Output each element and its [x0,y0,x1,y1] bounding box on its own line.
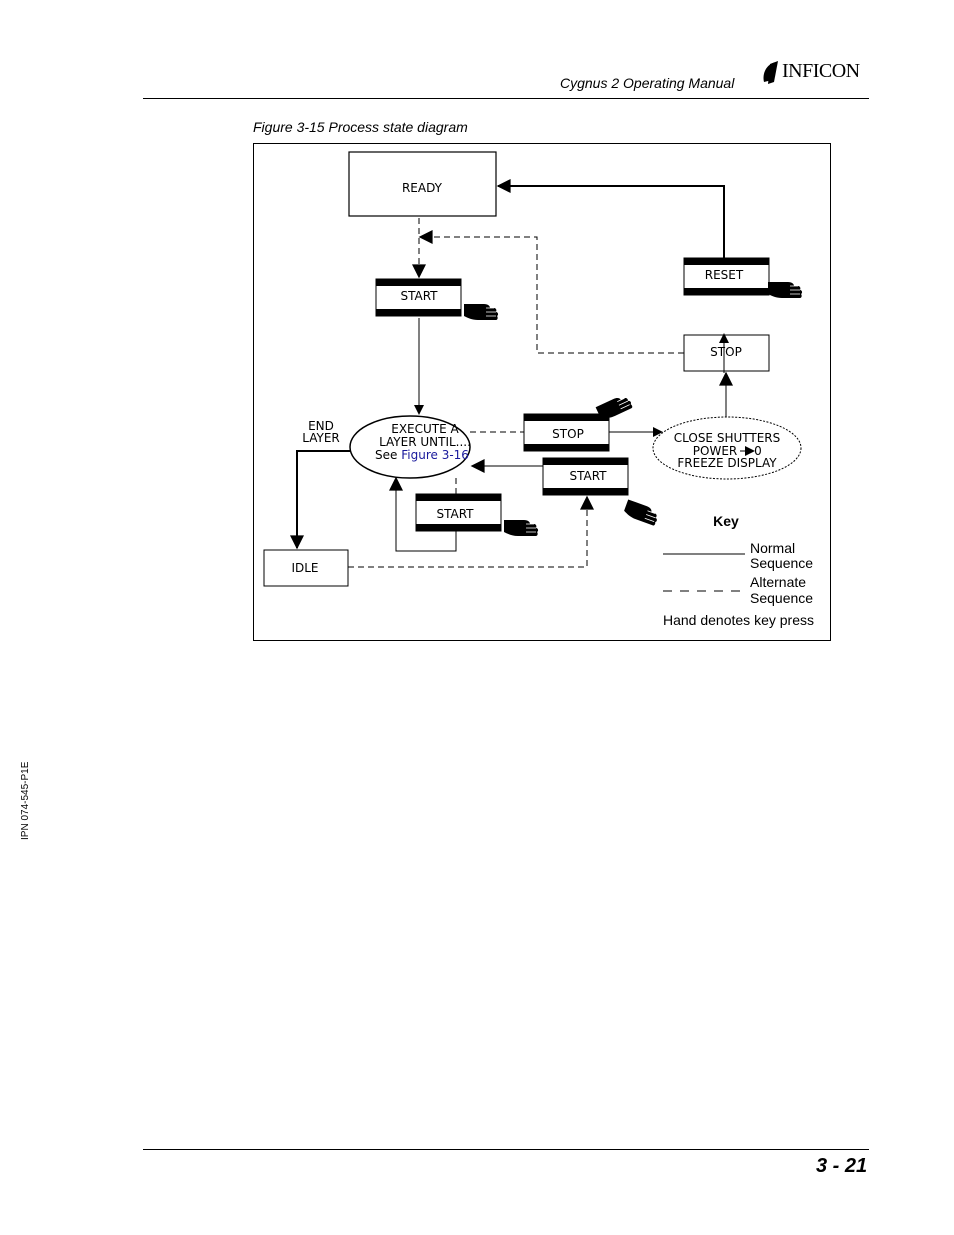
hand-start-bottom-icon [503,519,539,537]
key-normal-line1: Normal [750,540,795,556]
footer-rule [143,1149,869,1150]
hand-stop-middle-icon [595,392,634,423]
state-close-shutters: CLOSE SHUTTERS POWER 0 FREEZE DISPLAY [652,416,802,480]
diagram-key: Key Normal Sequence Alternate Sequence H… [663,513,814,628]
execute-see: See [375,448,401,462]
state-stop: STOP [683,334,770,372]
state-ready: READY [348,151,497,217]
running-header-title: Cygnus 2 Operating Manual [560,75,735,91]
close-line3: FREEZE DISPLAY [677,456,777,470]
figure-3-16-link[interactable]: Figure 3-16 [401,448,469,462]
figure-frame [253,143,831,641]
key-reset: RESET [683,257,770,296]
end-layer-line2: LAYER [302,431,340,445]
header-rule [143,98,869,99]
key-hand-note: Hand denotes key press [663,612,814,628]
ipn-number: IPN 074-545-P1E [20,761,31,840]
state-ready-label: READY [402,181,443,195]
state-idle: IDLE [263,549,349,587]
execute-line2: LAYER UNTIL.... [379,435,471,449]
inficon-logo-text: INFICON [782,60,860,82]
key-normal-line2: Sequence [750,555,813,571]
close-line2-value: 0 [754,444,762,458]
inficon-logo [763,61,778,84]
state-execute-layer: EXECUTE A LAYER UNTIL.... See Figure 3-1… [349,415,471,479]
close-line1: CLOSE SHUTTERS [674,431,781,445]
state-stop-label: STOP [710,345,742,359]
key-alternate-line2: Sequence [750,590,813,606]
process-state-diagram: READY START RESET STOP EXECUTE A LAYER U… [263,151,814,628]
hand-start-middle-icon [622,499,661,527]
figure-caption: Figure 3-15 Process state diagram [253,119,468,135]
execute-line1: EXECUTE A [391,422,459,436]
alternate-transitions [348,218,684,568]
normal-transitions [290,179,733,552]
hand-start-top-icon [463,303,499,321]
hand-reset-icon [767,281,803,299]
key-start-top-label: START [400,289,438,303]
key-start-middle-label: START [569,469,607,483]
key-start-top: START [375,278,462,317]
key-stop-middle-label: STOP [552,427,584,441]
key-alternate-line1: Alternate [750,574,806,590]
key-start-middle: START [542,457,629,496]
end-layer-line1: END [308,419,334,433]
key-stop-middle: STOP [523,413,610,452]
svg-text:See Figure 3-16: See Figure 3-16 [375,448,469,462]
key-start-bottom: START [415,493,502,532]
key-title: Key [713,513,739,529]
close-line2: POWER [693,444,737,458]
state-idle-label: IDLE [291,561,318,575]
key-start-bottom-label: START [436,507,474,521]
page-number: 3 - 21 [816,1155,868,1177]
key-reset-label: RESET [705,268,744,282]
